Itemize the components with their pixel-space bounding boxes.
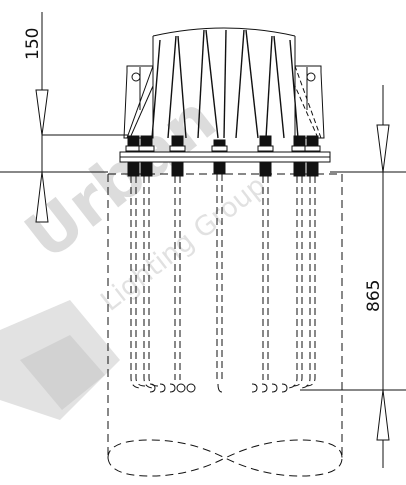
head-ribs (151, 29, 299, 139)
left-gusset (123, 65, 154, 139)
concrete-foundation (107, 173, 343, 477)
watermark-logo-icon (0, 300, 120, 420)
anchor-washers (125, 145, 321, 152)
dimension-150 (0, 12, 128, 223)
right-gusset (294, 65, 325, 139)
bolt-hole-right (306, 72, 316, 82)
bolt-hole-left (131, 72, 141, 82)
anchor-bolts (130, 174, 316, 389)
dimension-865 (300, 85, 406, 468)
bolt-hooks (149, 383, 288, 393)
dimension-label-150: 150 (23, 28, 43, 60)
dimension-label-865: 865 (364, 280, 384, 312)
base-plate (119, 151, 331, 163)
